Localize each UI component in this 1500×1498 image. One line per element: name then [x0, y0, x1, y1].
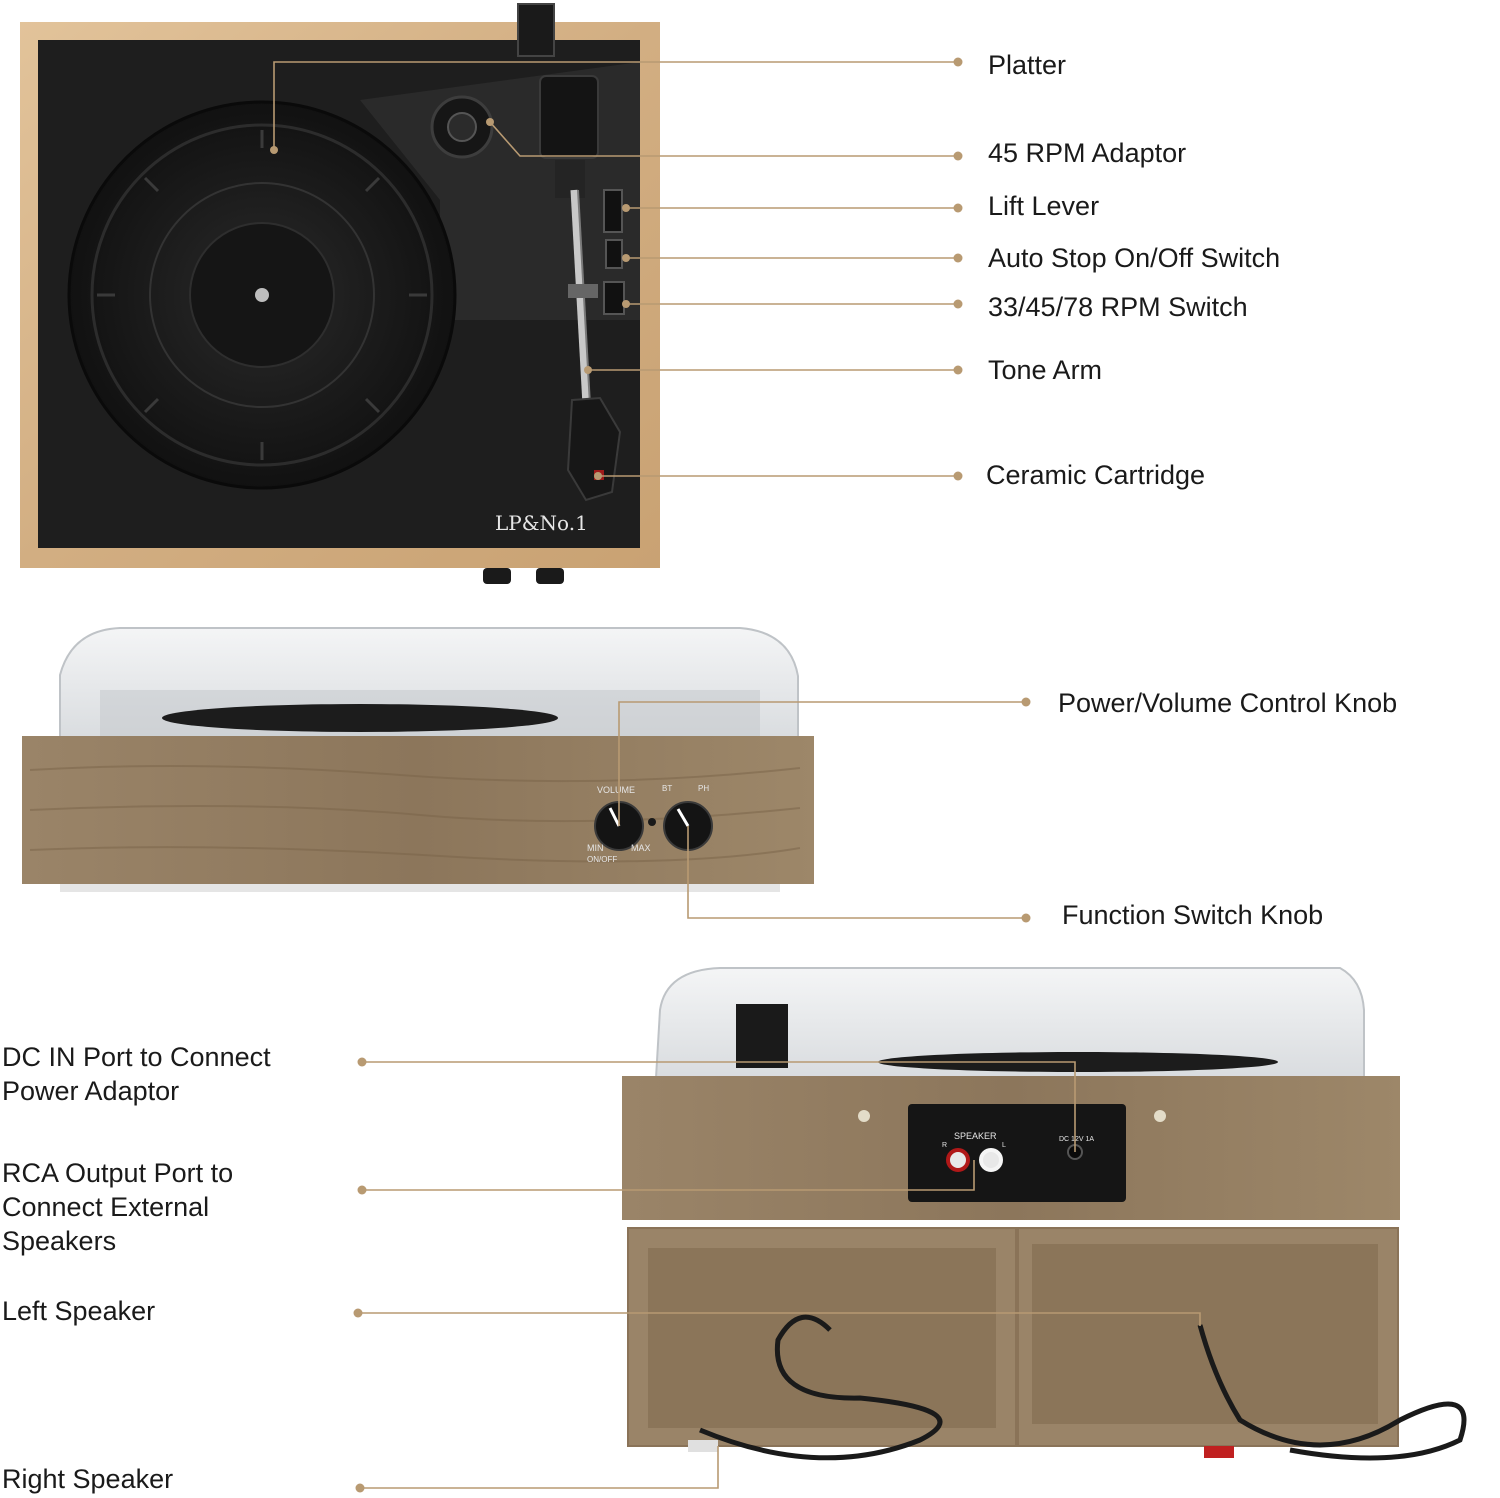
callout-auto-stop-switch: Auto Stop On/Off Switch: [988, 243, 1281, 273]
volume-knob-indicator: [608, 807, 621, 827]
speaker-label: SPEAKER: [954, 1131, 997, 1141]
rca-jack-red: [946, 1148, 970, 1172]
rpm-switch: [603, 281, 625, 315]
leader-platter: [273, 61, 958, 150]
brand-logo: LP&No.1: [495, 511, 588, 535]
screw-right: [1154, 1110, 1166, 1122]
onoff-label: ON/OFF: [587, 855, 617, 864]
left-rca-plug: [688, 1440, 718, 1452]
right-rca-plug: [1204, 1446, 1234, 1458]
back-jack-panel: [908, 1104, 1126, 1202]
tonearm-rest: [568, 284, 598, 298]
left-speaker-cable: [699, 1314, 943, 1461]
callout-right-speaker: Right Speaker: [2, 1464, 174, 1494]
back-lid: [654, 967, 1365, 1079]
callout-platter: Platter: [988, 50, 1067, 80]
l-label: L: [1002, 1142, 1006, 1149]
top-view: LP&No.1: [20, 3, 660, 584]
callout-function-switch-knob: Function Switch Knob: [1062, 900, 1324, 930]
spindle: [255, 288, 269, 302]
function-knob-indicator: [676, 808, 690, 827]
leader-function-switch: [687, 826, 1026, 919]
leader-right-speaker: [360, 1446, 719, 1489]
callout-ceramic-cartridge: Ceramic Cartridge: [986, 460, 1206, 490]
leader-dots: [270, 57, 1031, 1493]
min-label: MIN: [587, 843, 604, 853]
dc-label: DC 12V 1A: [1059, 1136, 1094, 1143]
callout-dc-in-port: DC IN Port to Connect Power Adaptor: [2, 1042, 271, 1106]
leader-left-speaker: [358, 1312, 1201, 1326]
top-knob-left: [483, 568, 511, 584]
left-speaker-inner: [648, 1248, 996, 1428]
bt-label: BT: [662, 784, 672, 793]
leader-adaptor: [489, 121, 958, 157]
callout-left-speaker: Left Speaker: [2, 1296, 156, 1326]
screw-left: [858, 1110, 870, 1122]
adaptor-45: [447, 112, 477, 142]
callout-tone-arm: Tone Arm: [988, 355, 1103, 385]
platter-ring-1: [90, 123, 434, 467]
leader-lines: [273, 61, 1201, 1489]
volume-label: VOLUME: [597, 785, 635, 795]
front-view: VOLUME BT PH MIN MAX ON/OFF: [22, 627, 814, 892]
auto-stop-switch: [605, 239, 623, 269]
callout-power-volume-knob: Power/Volume Control Knob: [1058, 688, 1398, 718]
hinge-clip: [517, 3, 555, 57]
power-led: [648, 818, 656, 826]
back-platter: [878, 1052, 1278, 1072]
right-speaker-cable: [1197, 1324, 1467, 1461]
tonearm-pivot: [555, 160, 585, 198]
back-view: SPEAKER R L DC 12V 1A: [622, 967, 1467, 1461]
leader-rca-output: [362, 1160, 975, 1191]
lift-lever: [603, 189, 623, 233]
r-label: R: [942, 1142, 947, 1149]
callout-lift-lever: Lift Lever: [988, 191, 1100, 221]
rca-jack-white: [979, 1148, 1003, 1172]
platter-ticks: [97, 130, 427, 460]
callout-rpm-switch: 33/45/78 RPM Switch: [988, 292, 1248, 322]
tonearm-counterweight: [539, 75, 599, 159]
front-platter: [162, 704, 558, 732]
leader-power-volume: [618, 701, 1026, 826]
callout-45-rpm-adaptor: 45 RPM Adaptor: [988, 138, 1187, 168]
front-foot: [60, 884, 780, 892]
ph-label: PH: [698, 784, 709, 793]
leader-dc-in: [362, 1061, 1076, 1152]
cartridge-headshell: [566, 396, 622, 502]
callout-rca-output-port: RCA Output Port to Connect External Spea…: [2, 1158, 234, 1256]
max-label: MAX: [631, 843, 651, 853]
platter-ring-2: [149, 182, 375, 408]
top-knob-right: [536, 568, 564, 584]
back-hinge: [736, 1004, 788, 1068]
